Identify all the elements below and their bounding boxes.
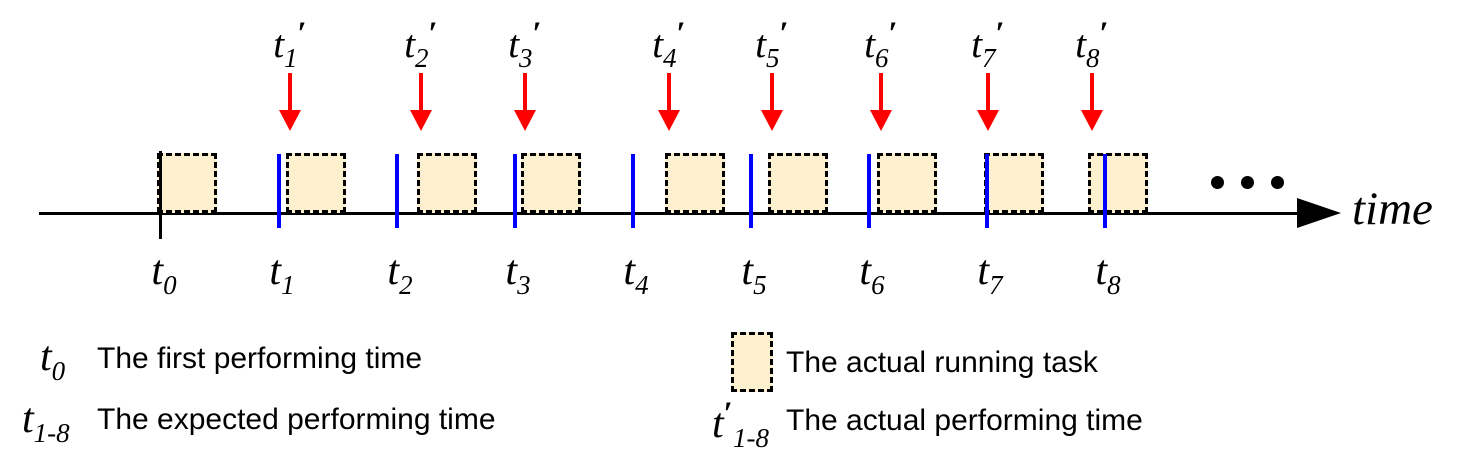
legend-symbol-t0: t0 <box>40 334 66 386</box>
actual-time-arrow <box>1090 73 1094 111</box>
expected-time-tick <box>1103 154 1107 228</box>
first-time-tick <box>159 151 162 239</box>
task-box <box>877 153 937 213</box>
expected-time-tick <box>867 154 871 228</box>
ellipsis-dot <box>1271 176 1284 189</box>
tick-label: t8 <box>1095 248 1121 300</box>
legend-symbol-task-box <box>731 332 773 392</box>
actual-time-arrow <box>879 73 883 111</box>
actual-time-arrow <box>288 73 292 111</box>
actual-time-arrowhead-icon <box>514 110 536 131</box>
tick-label: t5 <box>741 248 767 300</box>
legend-label-expected-performing-time: The expected performing time <box>97 403 496 436</box>
actual-time-arrow-label: t7′ <box>971 16 1005 73</box>
expected-time-tick <box>749 154 753 228</box>
tick-label: t6 <box>859 248 885 300</box>
legend-label-actual-running-task: The actual running task <box>786 346 1098 379</box>
actual-time-arrow <box>770 73 774 111</box>
task-box <box>768 153 828 213</box>
task-box <box>521 153 581 213</box>
actual-time-arrowhead-icon <box>1081 110 1103 131</box>
actual-time-arrow-label: t2′ <box>404 16 438 73</box>
legend-symbol-t-prime-1-8: t′1-8 <box>712 396 769 453</box>
actual-time-arrow-label: t8′ <box>1075 16 1109 73</box>
actual-time-arrowhead-icon <box>870 110 892 131</box>
task-box <box>1088 153 1148 213</box>
expected-time-tick <box>395 154 399 228</box>
legend-symbol-t1-8: t1-8 <box>22 396 70 448</box>
actual-time-arrowhead-icon <box>658 110 680 131</box>
tick-label: t7 <box>977 248 1003 300</box>
legend-label-first-performing-time: The first performing time <box>97 342 423 375</box>
expected-time-tick <box>631 154 635 228</box>
tick-label: t4 <box>623 248 649 300</box>
expected-time-tick <box>985 154 989 228</box>
time-axis-arrowhead-icon <box>1297 198 1341 228</box>
expected-time-tick <box>277 154 281 228</box>
actual-time-arrow-label: t1′ <box>273 16 307 73</box>
actual-time-arrow-label: t4′ <box>652 16 686 73</box>
task-box <box>157 153 217 213</box>
tick-label: t2 <box>387 248 413 300</box>
actual-time-arrow-label: t3′ <box>508 16 542 73</box>
tick-label: t1 <box>269 248 295 300</box>
actual-time-arrowhead-icon <box>279 110 301 131</box>
actual-time-arrow <box>419 73 423 111</box>
expected-time-tick <box>513 154 517 228</box>
task-box <box>984 153 1044 213</box>
actual-time-arrow-label: t6′ <box>864 16 898 73</box>
actual-time-arrow-label: t5′ <box>755 16 789 73</box>
time-axis-line <box>39 212 1299 215</box>
actual-time-arrowhead-icon <box>761 110 783 131</box>
ellipsis-dot <box>1211 176 1224 189</box>
legend-label-actual-performing-time: The actual performing time <box>786 404 1143 437</box>
task-box <box>665 153 725 213</box>
actual-time-arrow <box>986 73 990 111</box>
task-box <box>417 153 477 213</box>
actual-time-arrow <box>667 73 671 111</box>
actual-time-arrow <box>523 73 527 111</box>
actual-time-arrowhead-icon <box>977 110 999 131</box>
time-axis-label: time <box>1352 183 1433 235</box>
ellipsis-dot <box>1241 176 1254 189</box>
tick-label: t0 <box>151 248 177 300</box>
actual-time-arrowhead-icon <box>410 110 432 131</box>
ellipsis-dots <box>1211 176 1284 189</box>
tick-label: t3 <box>505 248 531 300</box>
task-box <box>286 153 346 213</box>
